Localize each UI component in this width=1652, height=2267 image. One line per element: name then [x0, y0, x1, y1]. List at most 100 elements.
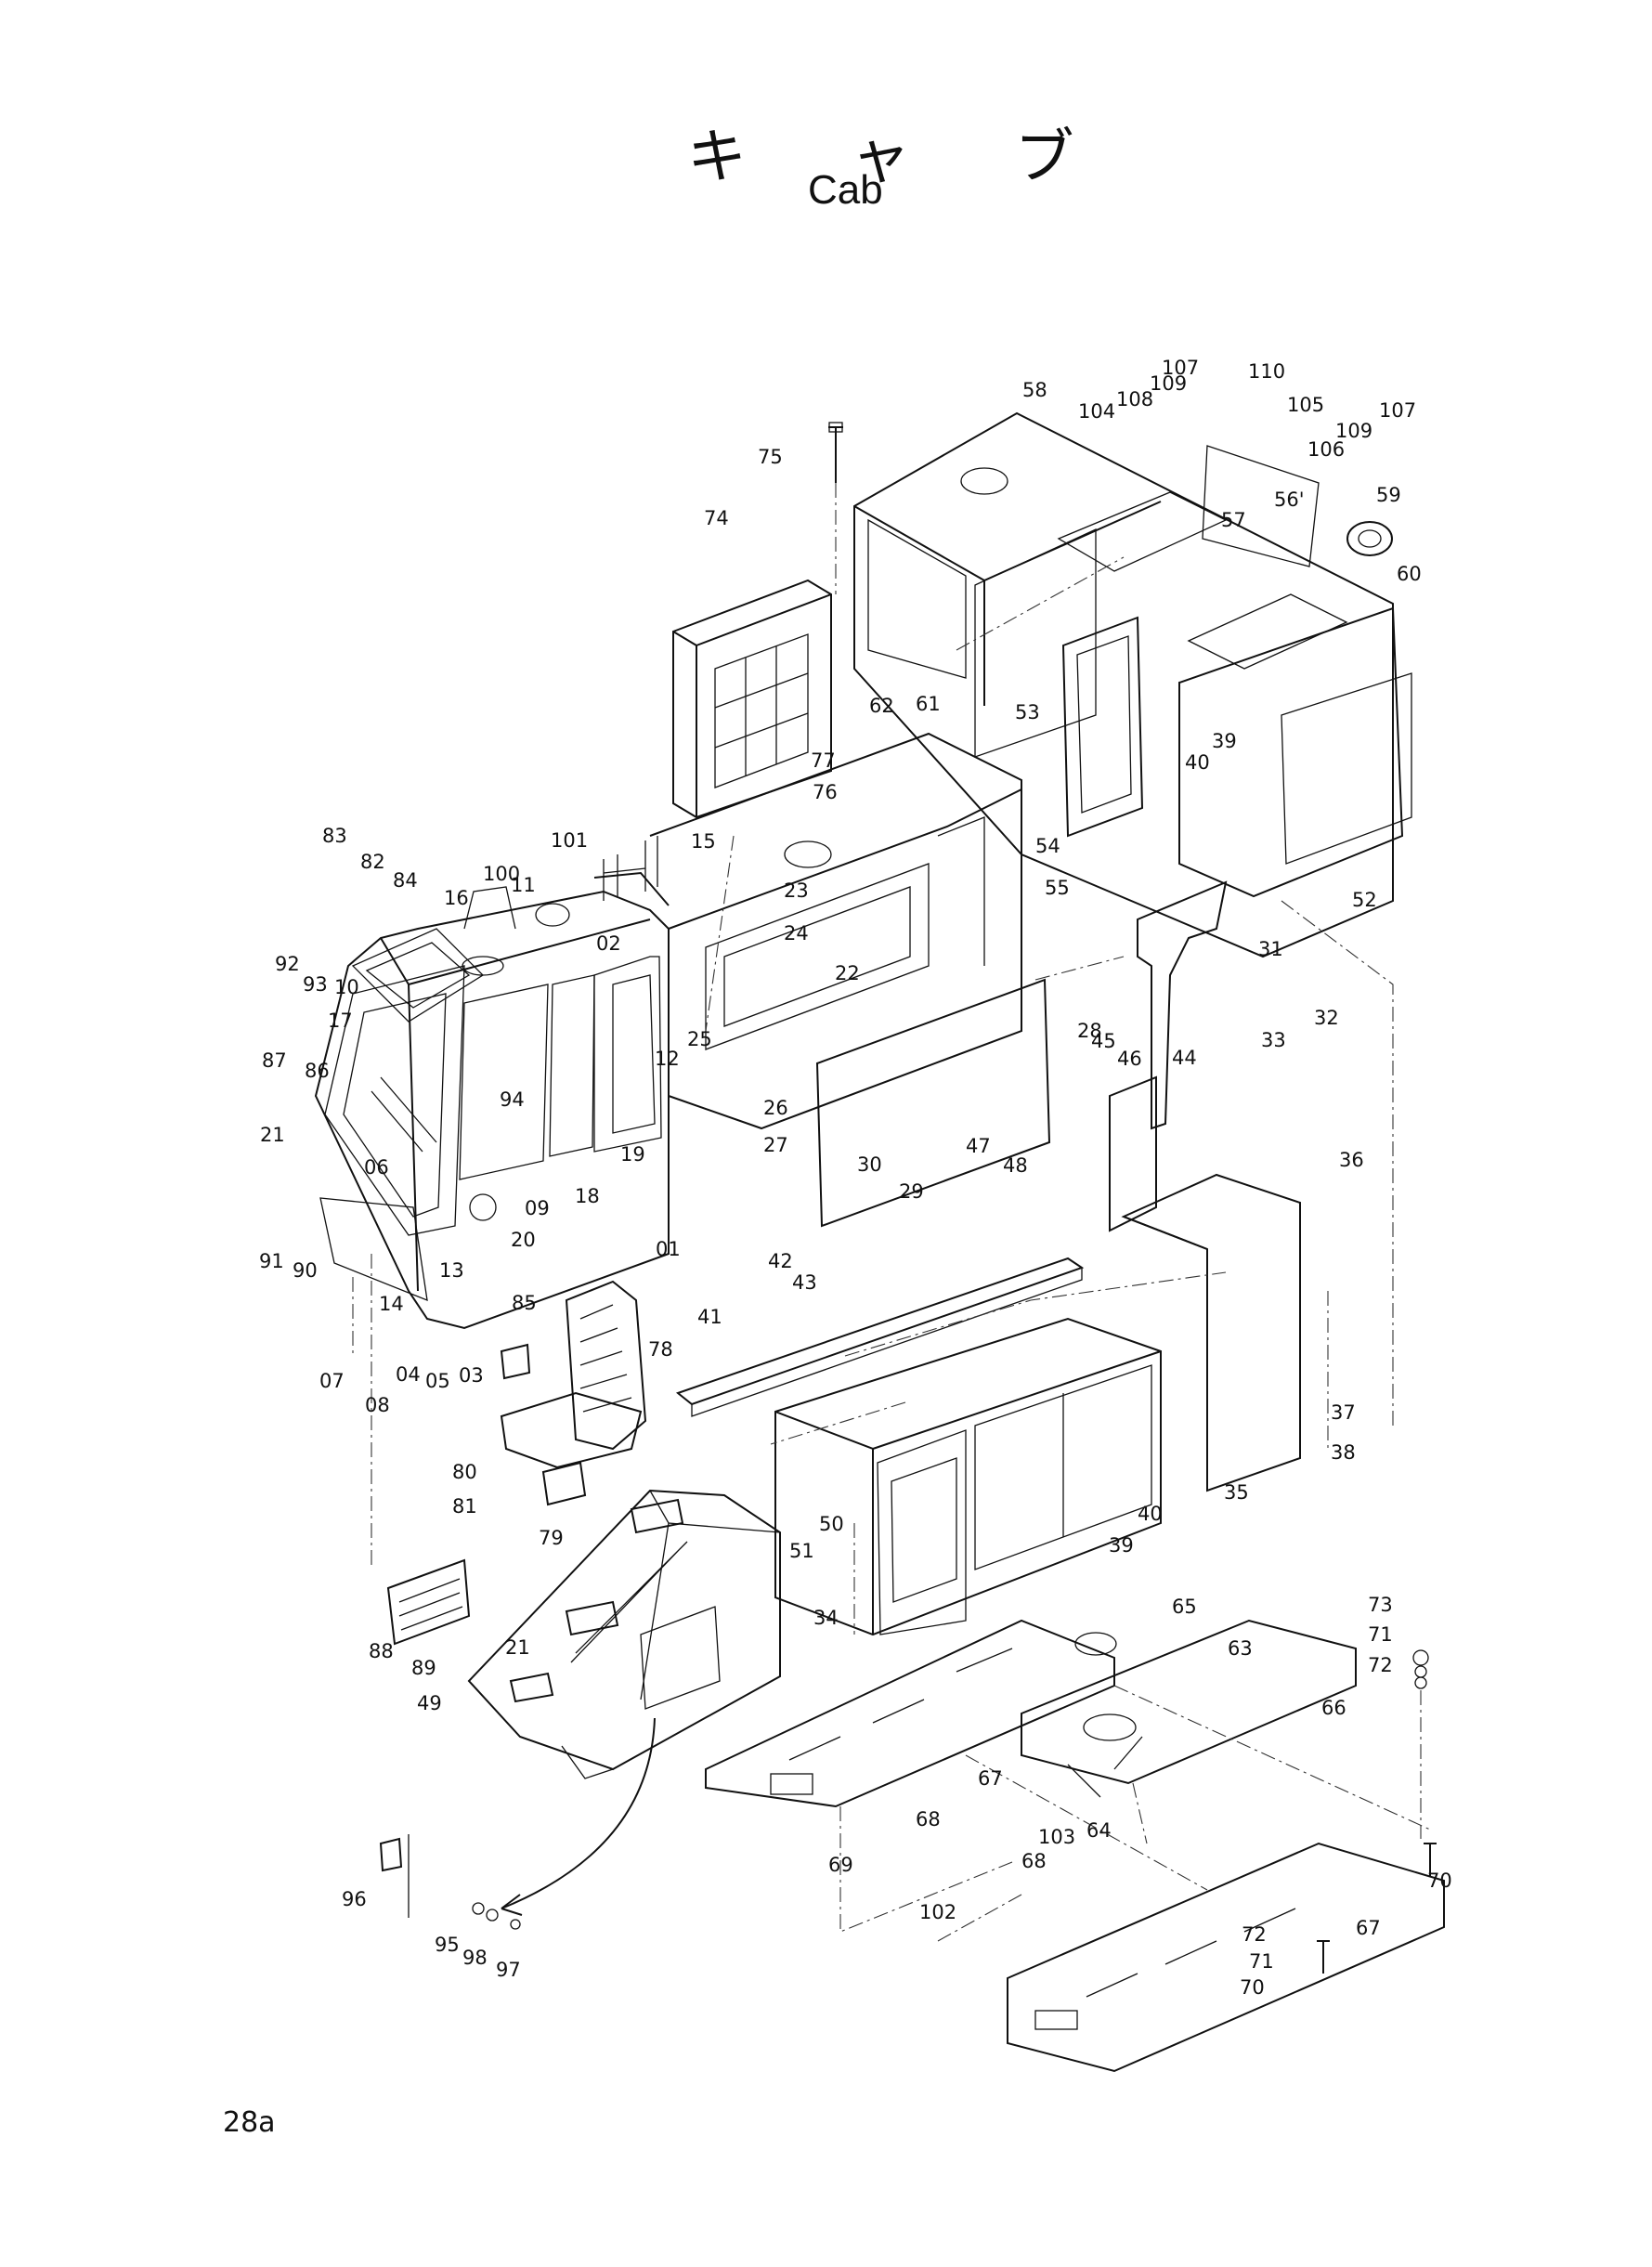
callout-68: 68: [916, 1808, 941, 1831]
filter-housing: [1109, 1075, 1301, 1492]
callout-107: 107: [1379, 399, 1416, 422]
callout-75: 75: [758, 446, 783, 468]
callout-108: 108: [1116, 388, 1153, 410]
floor-plate-front: [1007, 1842, 1445, 2073]
callout-28: 28: [1077, 1020, 1102, 1042]
callout-25: 25: [687, 1028, 712, 1050]
machinery-housing: [649, 732, 1022, 1130]
callout-07: 07: [319, 1370, 345, 1392]
bolt-stack: [1317, 1649, 1437, 1974]
callout-18: 18: [575, 1185, 600, 1207]
callout-110: 110: [1248, 360, 1285, 383]
page-title: Cab: [808, 167, 883, 213]
callout-55: 55: [1045, 877, 1070, 899]
callout-101: 101: [551, 829, 588, 852]
callout-72: 72: [1368, 1654, 1393, 1676]
callout-40: 40: [1185, 751, 1210, 774]
callout-40: 40: [1138, 1503, 1163, 1525]
callout-85: 85: [512, 1292, 537, 1314]
callout-64: 64: [1086, 1819, 1112, 1842]
callout-87: 87: [262, 1049, 287, 1072]
callout-14: 14: [379, 1293, 404, 1315]
handrail: [603, 836, 658, 901]
callout-09: 09: [525, 1197, 550, 1219]
callout-06: 06: [364, 1156, 389, 1179]
callout-43: 43: [792, 1271, 817, 1294]
callout-26: 26: [763, 1097, 788, 1119]
callout-107: 107: [1162, 357, 1199, 379]
callout-95: 95: [435, 1934, 460, 1956]
callout-74: 74: [704, 507, 729, 529]
callout-37: 37: [1331, 1401, 1356, 1424]
callout-58: 58: [1022, 379, 1047, 401]
detail-arrow: [501, 1717, 656, 1916]
callout-71: 71: [1368, 1623, 1393, 1646]
callout-31: 31: [1258, 938, 1283, 960]
callout-47: 47: [966, 1135, 991, 1157]
callout-96: 96: [342, 1888, 367, 1910]
floor-plate-middle: [1021, 1619, 1357, 1798]
callout-84: 84: [393, 869, 418, 892]
callout-109: 109: [1150, 372, 1187, 395]
callout-106: 106: [1307, 438, 1345, 461]
callout-97: 97: [496, 1959, 521, 1981]
callout-30: 30: [857, 1153, 882, 1176]
page-title-japanese: キ ャ ブ: [687, 124, 1117, 192]
callout-68: 68: [1021, 1850, 1047, 1872]
callout-05: 05: [425, 1370, 450, 1392]
callout-44: 44: [1172, 1047, 1197, 1069]
callout-81: 81: [452, 1495, 477, 1518]
callout-73: 73: [1368, 1594, 1393, 1616]
callout-15: 15: [691, 830, 716, 853]
callout-91: 91: [259, 1250, 284, 1272]
callout-69: 69: [828, 1854, 853, 1876]
callout-54: 54: [1035, 835, 1060, 857]
callout-23: 23: [784, 879, 809, 902]
callout-62: 62: [869, 695, 894, 717]
callout-32: 32: [1314, 1007, 1339, 1029]
callout-100: 100: [483, 863, 520, 885]
callout-63: 63: [1228, 1637, 1253, 1660]
callout-19: 19: [620, 1143, 645, 1166]
callout-70: 70: [1240, 1976, 1265, 1999]
callout-08: 08: [365, 1394, 390, 1416]
callout-21: 21: [505, 1636, 530, 1659]
callout-29: 29: [899, 1180, 924, 1203]
callout-94: 94: [500, 1088, 525, 1111]
callout-82: 82: [360, 851, 385, 873]
floor-plate-rear: [705, 1619, 1117, 1808]
callout-109: 109: [1335, 420, 1372, 442]
callout-11: 11: [511, 874, 536, 896]
callout-20: 20: [511, 1229, 536, 1251]
callout-93: 93: [303, 973, 328, 996]
callout-03: 03: [459, 1364, 484, 1387]
callout-61: 61: [916, 693, 941, 715]
callout-104: 104: [1078, 400, 1115, 423]
callout-41: 41: [697, 1306, 722, 1328]
page-number: 28a: [223, 2106, 276, 2139]
callout-98: 98: [462, 1947, 488, 1969]
callout-71: 71: [1249, 1950, 1274, 1973]
callout-56: 56': [1274, 489, 1305, 511]
operator-seat: [500, 1280, 647, 1506]
channel-rail: [675, 1257, 1085, 1417]
callout-53: 53: [1015, 701, 1040, 723]
callout-66: 66: [1321, 1697, 1346, 1719]
callout-60: 60: [1397, 563, 1422, 585]
callout-33: 33: [1261, 1029, 1286, 1051]
callout-59: 59: [1376, 484, 1401, 506]
callout-39: 39: [1109, 1534, 1134, 1557]
callout-02: 02: [596, 932, 621, 955]
callout-16: 16: [444, 887, 469, 909]
callout-22: 22: [835, 962, 860, 984]
callout-92: 92: [275, 953, 300, 975]
callout-78: 78: [648, 1338, 673, 1361]
callout-27: 27: [763, 1134, 788, 1156]
callout-36: 36: [1339, 1149, 1364, 1171]
callout-76: 76: [813, 781, 838, 803]
assembly-lines: [352, 483, 1431, 1942]
callout-83: 83: [322, 825, 347, 847]
exhaust-ring: [1346, 521, 1393, 556]
